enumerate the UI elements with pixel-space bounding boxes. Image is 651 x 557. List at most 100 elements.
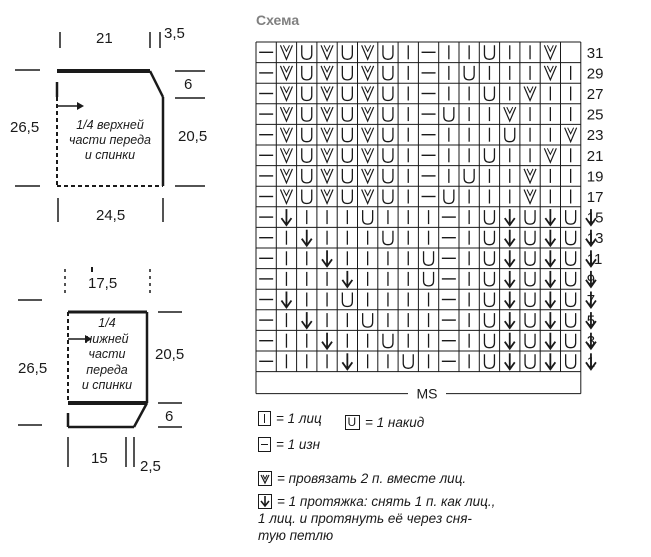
row-number: 21 bbox=[587, 148, 604, 165]
chart-cell-yarn-over bbox=[301, 107, 313, 122]
row-number: 15 bbox=[587, 210, 604, 227]
chart-cell-yarn-over bbox=[524, 292, 536, 308]
chart-cell-yarn-over bbox=[443, 189, 455, 205]
knit-symbol-icon bbox=[258, 411, 271, 426]
chart-cell-k2tog bbox=[523, 168, 537, 185]
legend-yarn-over: U = 1 накид bbox=[345, 414, 424, 431]
chart-footer-label: MS bbox=[417, 386, 438, 400]
chart-cell-k2tog bbox=[361, 189, 375, 206]
chart-cell-yarn-over bbox=[382, 45, 394, 60]
legend-knit-text: = 1 лиц bbox=[276, 411, 322, 426]
chart-cell-k2tog bbox=[320, 189, 334, 206]
chart-cell-yarn-over bbox=[565, 271, 577, 287]
chart-cell-k2tog bbox=[320, 65, 334, 82]
chart-cell-k2tog bbox=[361, 127, 375, 144]
row-number: 11 bbox=[587, 251, 603, 268]
chart-cell-yarn-over bbox=[524, 230, 536, 246]
chart-cell-slip-stitch bbox=[544, 209, 557, 227]
upper-caption: 1/4 верхней части переда и спинки bbox=[69, 118, 151, 162]
chart-cell-yarn-over bbox=[483, 210, 496, 225]
chart-cell-k2tog bbox=[279, 106, 294, 123]
chart-cell-yarn-over bbox=[463, 168, 475, 184]
chart-cell-yarn-over bbox=[341, 86, 353, 102]
row-number: 5 bbox=[587, 313, 595, 330]
purl-symbol-icon bbox=[258, 437, 271, 452]
chart-cell-slip-stitch bbox=[504, 250, 516, 268]
upper-bottom-width: 24,5 bbox=[96, 207, 126, 224]
chart-cell-yarn-over bbox=[301, 65, 313, 81]
upper-piece-schematic bbox=[15, 32, 205, 222]
chart-cell-k2tog bbox=[279, 189, 294, 206]
upper-height: 26,5 bbox=[10, 119, 40, 136]
chart-cell-yarn-over bbox=[463, 65, 475, 81]
chart-cell-k2tog bbox=[279, 127, 294, 144]
chart-cell-yarn-over bbox=[301, 127, 313, 143]
chart-cell-slip-stitch bbox=[544, 250, 557, 268]
chart-cell-yarn-over bbox=[483, 148, 496, 163]
chart-cell-yarn-over bbox=[382, 168, 394, 184]
chart-cell-yarn-over bbox=[443, 107, 455, 122]
upper-top-width: 21 bbox=[96, 30, 113, 47]
chart-cell-yarn-over bbox=[301, 148, 313, 163]
slip-symbol-icon bbox=[258, 494, 272, 509]
chart-cell-k2tog bbox=[279, 86, 294, 103]
chart-cell-slip-stitch bbox=[321, 332, 333, 351]
chart-cell-k2tog bbox=[320, 168, 334, 185]
chart-cell-yarn-over bbox=[382, 127, 394, 143]
chart-cell-k2tog bbox=[320, 86, 334, 103]
chart-cell-yarn-over bbox=[524, 313, 536, 328]
chart-cell-yarn-over bbox=[524, 210, 536, 225]
chart-cell-yarn-over bbox=[382, 107, 394, 122]
lower-bottom-width: 15 bbox=[91, 450, 108, 467]
chart-cell-slip-stitch bbox=[504, 291, 516, 310]
chart-cell-slip-stitch bbox=[280, 291, 293, 310]
chart-cell-yarn-over bbox=[483, 45, 496, 60]
chart-cell-yarn-over bbox=[483, 354, 496, 369]
chart-cell-yarn-over bbox=[382, 189, 394, 205]
k2tog-symbol-icon bbox=[258, 471, 272, 486]
chart-cell-yarn-over bbox=[565, 354, 577, 369]
chart-cell-slip-stitch bbox=[341, 353, 354, 371]
chart-cell-yarn-over bbox=[565, 210, 577, 225]
chart-cell-slip-stitch bbox=[585, 291, 597, 310]
chart-cell-yarn-over bbox=[483, 230, 496, 246]
chart-cell-k2tog bbox=[320, 148, 334, 164]
chart-cell-slip-stitch bbox=[585, 332, 597, 351]
chart-cell-yarn-over bbox=[341, 107, 353, 122]
row-number: 31 bbox=[587, 45, 604, 62]
chart-cell-yarn-over bbox=[524, 354, 536, 369]
chart-cell-slip-stitch bbox=[544, 353, 557, 371]
lower-side-height: 20,5 bbox=[155, 346, 185, 363]
row-number: 23 bbox=[587, 127, 604, 144]
chart-cell-slip-stitch bbox=[544, 332, 557, 351]
lower-height: 26,5 bbox=[18, 360, 48, 377]
row-number: 25 bbox=[587, 107, 604, 124]
row-number: 1 bbox=[587, 354, 595, 371]
chart-cell-yarn-over bbox=[402, 354, 414, 369]
chart-cell-k2tog bbox=[361, 148, 375, 164]
row-number: 27 bbox=[587, 86, 604, 103]
chart-cell-slip-stitch bbox=[301, 312, 313, 330]
chart-cell-slip-stitch bbox=[504, 332, 516, 351]
chart-cell-yarn-over bbox=[301, 189, 313, 205]
chart-cell-yarn-over bbox=[504, 127, 516, 143]
chart-cell-slip-stitch bbox=[504, 229, 516, 248]
chart-cell-slip-stitch bbox=[585, 353, 597, 371]
chart-cell-yarn-over bbox=[565, 251, 577, 266]
chart-cell-yarn-over bbox=[483, 86, 496, 102]
chart-cell-yarn-over bbox=[565, 292, 577, 308]
legend-yarn-over-text: = 1 накид bbox=[365, 415, 425, 430]
chart-title: Схема bbox=[256, 12, 300, 28]
chart-cell-slip-stitch bbox=[504, 312, 516, 330]
chart-cell-yarn-over bbox=[524, 271, 536, 287]
chart-cell-yarn-over bbox=[362, 313, 374, 328]
chart-cell-k2tog bbox=[564, 127, 578, 144]
chart-cell-slip-stitch bbox=[341, 270, 354, 289]
upper-side-height: 20,5 bbox=[178, 128, 208, 145]
chart-grid bbox=[255, 41, 582, 395]
row-number: 19 bbox=[587, 168, 604, 185]
chart-cell-yarn-over bbox=[341, 45, 353, 60]
chart-cell-slip-stitch bbox=[585, 270, 597, 289]
chart-cell-yarn-over bbox=[341, 65, 353, 81]
